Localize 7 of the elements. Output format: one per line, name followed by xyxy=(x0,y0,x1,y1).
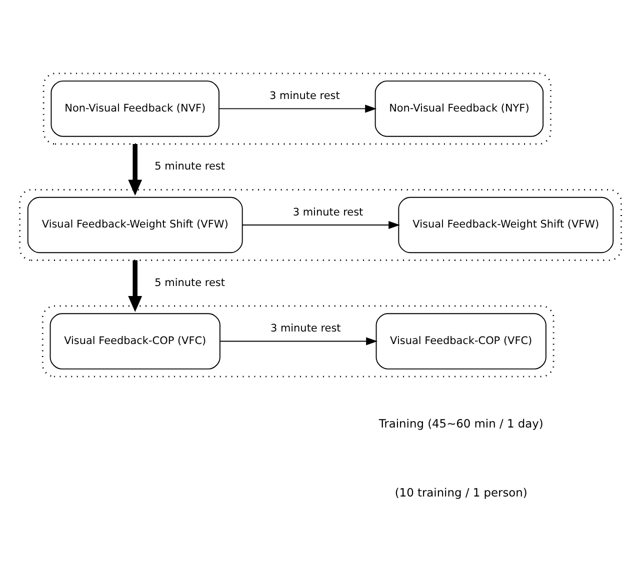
edge-label: 5 minute rest xyxy=(154,160,225,173)
label: (10 training / 1 person) xyxy=(394,485,528,500)
label: Training (45~60 min / 1 day) xyxy=(378,416,544,431)
edge-label: 3 minute rest xyxy=(270,90,340,102)
edge-label: 3 minute rest xyxy=(292,206,364,218)
edge-label: 5 minute rest xyxy=(154,276,225,289)
edge-label: 3 minute rest xyxy=(270,322,341,335)
